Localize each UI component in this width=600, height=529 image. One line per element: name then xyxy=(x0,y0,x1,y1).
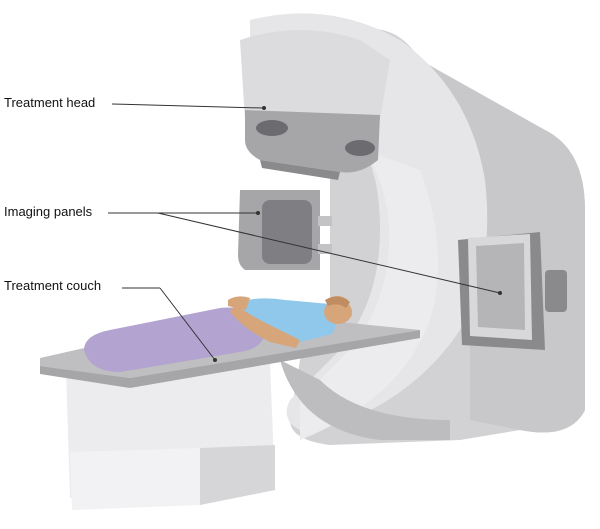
label-treatment-head: Treatment head xyxy=(4,95,96,110)
treatment-head-collimator xyxy=(260,160,340,180)
patient xyxy=(84,296,352,372)
patient-hair xyxy=(325,296,350,308)
leader-line-head xyxy=(111,103,263,109)
leader-dot-couch xyxy=(213,358,217,362)
treatment-head-left-lens xyxy=(256,120,288,136)
couch-base-front xyxy=(70,448,200,510)
treatment-head xyxy=(240,30,390,180)
leader-dot-head xyxy=(262,106,266,110)
gantry-lower-arc xyxy=(280,360,450,440)
gantry-inner-ring xyxy=(300,150,438,440)
leader-lines xyxy=(108,103,502,362)
imaging-panel-right-mount xyxy=(545,270,567,312)
patient-arm xyxy=(230,304,300,348)
imaging-panel-left xyxy=(238,190,332,270)
imaging-panel-right-screen xyxy=(476,243,525,330)
treatment-head-right-lens xyxy=(345,140,375,156)
leader-dot-imaging-left xyxy=(256,211,260,215)
leader-line-couch-2 xyxy=(159,287,216,361)
imaging-panel-left-arm-bottom xyxy=(318,244,332,254)
patient-shoulder xyxy=(228,296,250,310)
treatment-head-top xyxy=(240,30,390,120)
label-treatment-couch: Treatment couch xyxy=(4,278,102,293)
leader-dot-imaging-right xyxy=(498,291,502,295)
imaging-panel-left-arm-top xyxy=(318,216,332,226)
imaging-panel-right xyxy=(458,232,567,350)
leader-line-imaging-3 xyxy=(157,212,501,294)
label-imaging-panels: Imaging panels xyxy=(4,204,93,219)
couch-base-shadow xyxy=(200,445,275,505)
imaging-panel-left-screen xyxy=(262,200,312,264)
patient-blanket xyxy=(84,307,265,372)
